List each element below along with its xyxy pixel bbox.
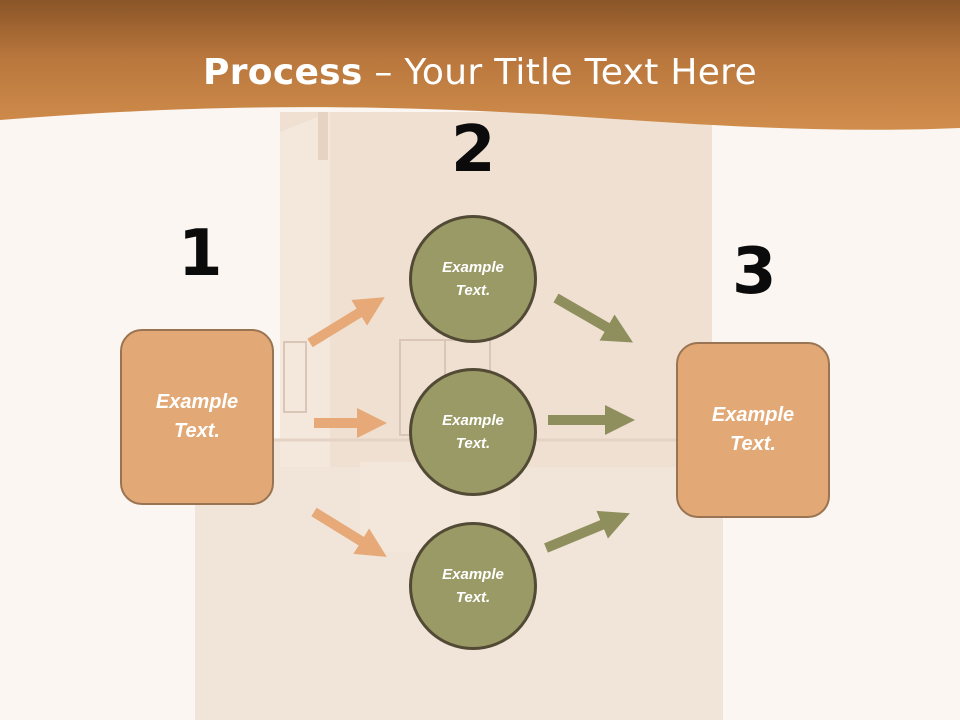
step-3-text-line-1: Example xyxy=(711,404,795,426)
circle-middle-text-line-1: Example xyxy=(442,412,504,429)
step-number-2: 2 xyxy=(451,113,496,187)
circle-bottom-text-line-2: Text. xyxy=(455,589,491,606)
step-3-text-line-2: Text. xyxy=(730,433,776,455)
arrow-circle-bottom-to-box3 xyxy=(544,510,630,553)
header-band xyxy=(0,0,960,130)
arrow-box1-to-circle-bottom xyxy=(311,507,387,557)
circle-middle-text-line-2: Text. xyxy=(455,435,491,452)
circle-bottom-text-line-1: Example xyxy=(442,566,504,583)
step-1-text-line-2: Text. xyxy=(174,420,220,442)
circle-top-text-line-2: Text. xyxy=(455,282,491,299)
step-number-3: 3 xyxy=(732,235,777,309)
step-number-1: 1 xyxy=(178,217,223,291)
step-1-text-line-1: Example xyxy=(155,391,239,413)
step-2-circle-middle: Example Text. xyxy=(409,368,537,496)
arrow-circle-top-to-box3 xyxy=(553,293,633,343)
circle-top-text-line-1: Example xyxy=(442,259,504,276)
arrow-box1-to-circle-top xyxy=(307,297,385,348)
step-1-box: Example Text. xyxy=(120,329,274,505)
step-2-circle-top: Example Text. xyxy=(409,215,537,343)
step-3-box: Example Text. xyxy=(676,342,830,518)
page-title: Process – Your Title Text Here xyxy=(203,52,757,93)
step-2-circle-bottom: Example Text. xyxy=(409,522,537,650)
